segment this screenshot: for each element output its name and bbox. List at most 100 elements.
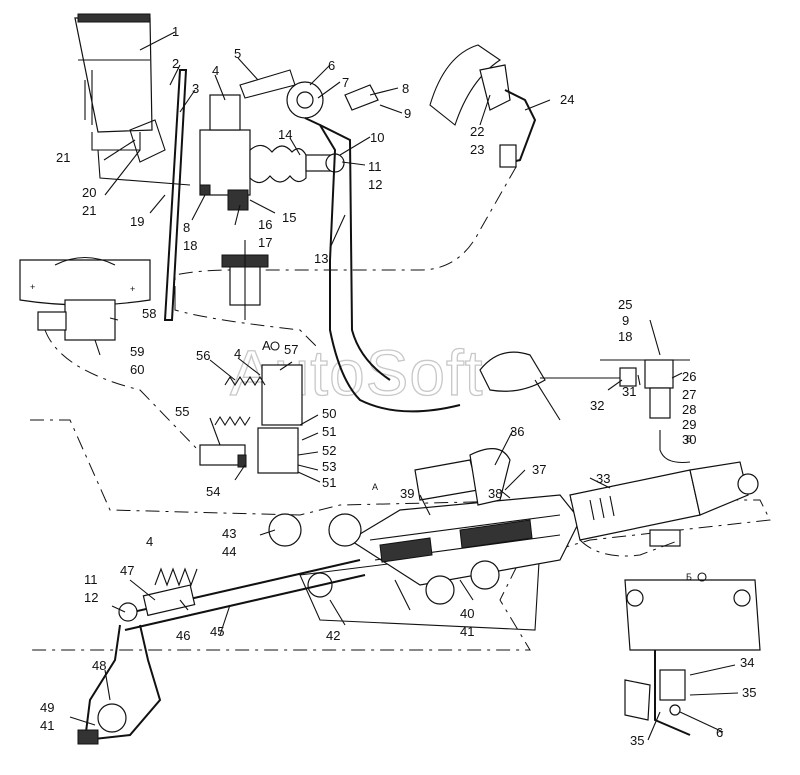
pedal-stop [221,240,269,320]
callout-45: 45 [210,624,224,639]
callout-4b: 4 [146,534,153,549]
callout-36: 36 [510,424,524,439]
callout-23: 23 [470,142,484,157]
callout-37: 37 [532,462,546,477]
callout-4c: 4 [234,346,241,361]
feed-hose [97,149,191,186]
callout-18b: 18 [618,329,632,344]
cab-floor-outline [174,159,521,300]
pipe-fitting-assembly: Б [540,359,692,444]
callout-14: 14 [278,127,292,142]
callout-13: 13 [314,251,328,266]
callout-57: 57 [284,342,298,357]
callout-8b: 8 [183,220,190,235]
view-b-marker-lower: Б [686,572,692,582]
callout-20: 20 [82,185,96,200]
clutch-housing-outline [30,419,771,651]
callout-33: 33 [596,471,610,486]
callout-22: 22 [470,124,484,139]
master-reservoir [74,13,153,151]
callout-12: 12 [368,177,382,192]
brake-pedal-cover [429,44,501,126]
push-rod-45 [119,559,366,631]
callout-6b: 6 [716,725,723,740]
callout-12b: 12 [84,590,98,605]
pneumohydraulic-booster [307,448,581,611]
leader-lines [69,31,739,741]
callout-41a: 41 [460,624,474,639]
hydraulic-line [659,430,691,464]
callout-21b: 21 [82,203,96,218]
callout-30: 30 [682,432,696,447]
callout-41b: 41 [40,718,54,733]
callout-8: 8 [402,81,409,96]
callout-42: 42 [326,628,340,643]
callout-15: 15 [282,210,296,225]
callout-35b: 35 [630,733,644,748]
plate-hole-left [268,513,302,547]
callout-6: 6 [328,58,335,73]
callout-10: 10 [370,130,384,145]
callout-27: 27 [682,387,696,402]
pedal-foot-pad [479,351,546,392]
callout-11: 11 [368,159,382,174]
callout-16: 16 [258,217,272,232]
callout-7: 7 [342,75,349,90]
svg-text:+: + [30,282,35,292]
callout-5: 5 [234,46,241,61]
callout-labels: 1 2 3 4 5 6 7 8 9 10 11 12 13 14 15 16 1… [40,24,756,748]
callout-9: 9 [404,106,411,121]
callout-60: 60 [130,362,144,377]
callout-29: 29 [682,417,696,432]
callout-2: 2 [172,56,179,71]
svg-text:+: + [130,284,135,294]
callout-38: 38 [488,486,502,501]
view-b-marker-upper: Б [686,434,692,444]
callout-28: 28 [682,402,696,417]
callout-52: 52 [322,443,336,458]
callout-47: 47 [120,563,134,578]
callout-44: 44 [222,544,236,559]
callout-25: 25 [618,297,632,312]
callout-53: 53 [322,459,336,474]
release-fork-lever-48 [77,602,162,745]
callout-51b: 51 [322,475,336,490]
view-a-valve-block [199,364,303,474]
callout-50: 50 [322,406,336,421]
callout-26: 26 [682,369,696,384]
hose-clamp-20 [129,119,166,163]
callout-3: 3 [192,81,199,96]
clutch-pedal-13 [239,69,461,413]
pedal-lever-19 [163,69,188,321]
callout-4a: 4 [212,63,219,78]
callout-17: 17 [258,235,272,250]
callout-49: 49 [40,700,54,715]
callout-58: 58 [142,306,156,321]
callout-48: 48 [92,658,106,673]
callout-51a: 51 [322,424,336,439]
master-cylinder [199,94,345,211]
callout-9b: 9 [622,313,629,328]
callout-18: 18 [183,238,197,253]
callout-54: 54 [206,484,220,499]
plate-hole-right [328,513,362,547]
callout-39: 39 [400,486,414,501]
slave-cylinder-33 [569,461,759,557]
callout-32: 32 [590,398,604,413]
callout-35a: 35 [742,685,756,700]
callout-31: 31 [622,384,636,399]
view-a-marker-upper: A [262,338,271,353]
pressure-switch-assembly: + + [19,257,151,341]
callout-1: 1 [172,24,179,39]
sensor-cable [44,329,201,453]
callout-24: 24 [560,92,574,107]
callout-19: 19 [130,214,144,229]
callout-56: 56 [196,348,210,363]
view-b-bracket: Б [624,572,761,736]
callout-21a: 21 [56,150,70,165]
callout-43: 43 [222,526,236,541]
callout-59: 59 [130,344,144,359]
callout-11b: 11 [84,572,98,587]
